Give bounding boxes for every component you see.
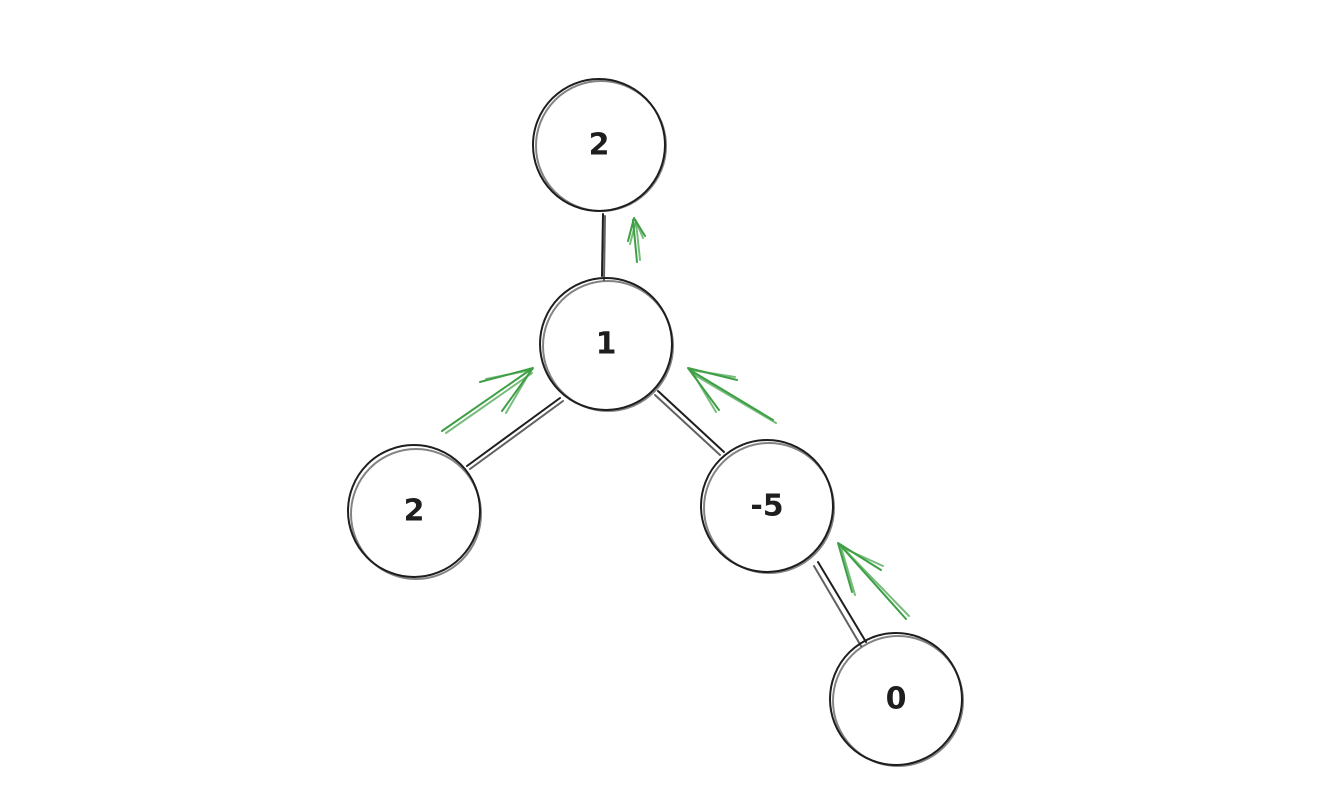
node-left-label: 2 — [404, 494, 425, 529]
node-bottom-label: 0 — [886, 682, 907, 717]
node-top-label: 2 — [589, 128, 610, 163]
node-center: 1 — [539, 277, 674, 412]
arrow-left-to-center — [441, 367, 534, 434]
node-left: 2 — [347, 444, 482, 580]
edge-center-right — [654, 390, 725, 456]
arrow-right-to-center — [687, 367, 777, 424]
edges — [466, 213, 867, 647]
arrows — [441, 217, 910, 620]
node-center-label: 1 — [596, 327, 617, 362]
node-top: 2 — [532, 78, 667, 212]
edge-top-center — [601, 213, 606, 281]
arrow-bottom-to-right — [837, 542, 910, 620]
node-right-label: -5 — [750, 489, 783, 524]
node-right: -5 — [700, 439, 835, 574]
node-bottom: 0 — [829, 632, 964, 767]
edge-right-bottom — [813, 561, 867, 647]
edge-center-left — [466, 397, 564, 470]
arrow-center-to-top — [627, 217, 646, 263]
